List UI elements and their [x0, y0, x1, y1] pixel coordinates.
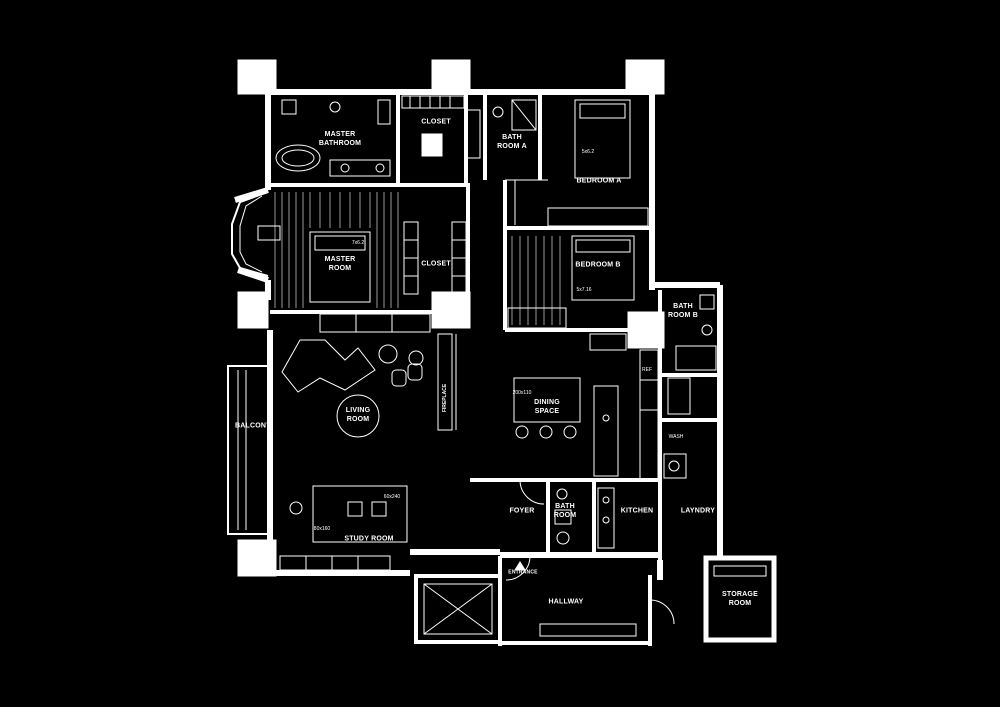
column-block — [431, 59, 471, 95]
storage-room-outline — [703, 555, 777, 643]
column-block — [431, 291, 471, 329]
master-room-label: MASTER ROOM — [324, 256, 356, 272]
toilet-icon — [329, 101, 341, 113]
desk-long-size: 60x240 — [383, 494, 401, 500]
kitchen-island — [593, 385, 619, 477]
desk-small-size: 80x160 — [313, 526, 331, 532]
column-block — [237, 59, 277, 95]
bay-window — [239, 195, 263, 273]
entrance-label: ENTRANCE — [508, 569, 538, 576]
dining-space-label: DINING SPACE — [534, 399, 560, 415]
hallway-cabinet — [539, 623, 637, 637]
storage-room-label: STORAGE ROOM — [722, 591, 758, 607]
kitchen-label: KITCHEN — [620, 507, 654, 515]
closet-mid-label: CLOSET — [421, 260, 451, 268]
bath-room-a-label: BATH ROOM A — [497, 134, 527, 150]
bay-window — [231, 191, 269, 277]
bed-b-size: 5x7.16 — [576, 287, 592, 293]
study-room-label: STUDY ROOM — [344, 535, 394, 543]
dining-table — [513, 377, 581, 423]
sofa — [281, 339, 376, 393]
hallway-label: HALLWAY — [548, 598, 584, 606]
bedroom-a-label: BEDROOM A — [576, 177, 622, 185]
coffee-table — [336, 394, 380, 438]
bath-room-small-label: BATH ROOM — [553, 503, 577, 519]
balcony-outline — [227, 365, 271, 535]
wash-label: WASH — [668, 434, 684, 440]
balcony-label: BALCONY — [234, 422, 272, 430]
bed-a-size: 5x6.2 — [581, 149, 595, 155]
bed-a — [574, 99, 631, 179]
fireplace-label: FIREPLACE — [442, 383, 448, 413]
master-bed-size: 7x6.2 — [351, 240, 365, 246]
master-bed — [309, 231, 371, 303]
fireplace-wall — [437, 333, 453, 431]
ref-label: REF — [642, 367, 652, 373]
bedroom-b-label: BEDROOM B — [575, 261, 621, 269]
living-room-label: LIVING ROOM — [345, 407, 371, 423]
dining-table-size: 200x110 — [512, 390, 532, 396]
master-bathroom-label: MASTER BATHROOM — [318, 131, 362, 147]
column-block — [237, 539, 277, 577]
closet-top-label: CLOSET — [421, 118, 451, 126]
bathtub — [275, 144, 321, 172]
bath-room-b-label: BATH ROOM B — [668, 303, 698, 319]
column-block — [237, 291, 269, 329]
bed-b — [571, 235, 635, 301]
laundry-label: LAYNDRY — [680, 507, 716, 515]
entrance-arrow-icon — [514, 561, 526, 571]
foyer-label: FOYER — [509, 507, 535, 515]
study-desk — [312, 485, 408, 543]
column-block — [625, 59, 665, 95]
